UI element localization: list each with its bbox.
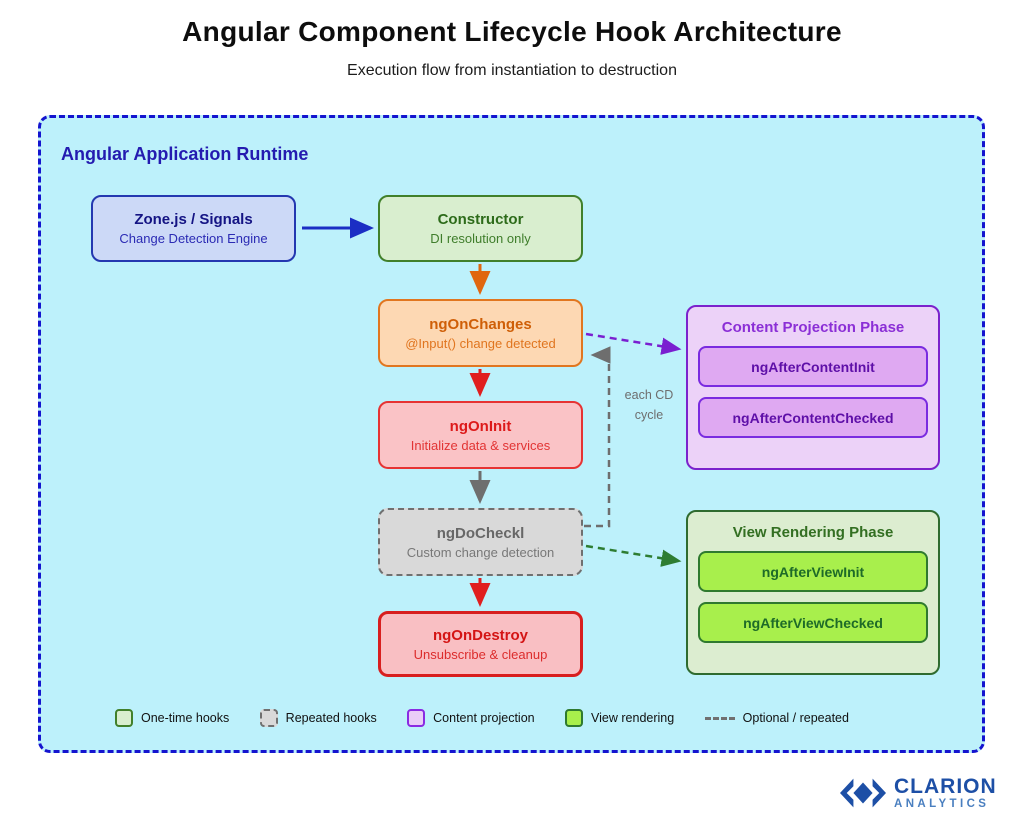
node-zone-subtitle: Change Detection Engine [119, 231, 268, 246]
hook-ngaftercontentinit: ngAfterContentInit [698, 346, 928, 387]
logo-text: CLARION ANALYTICS [894, 776, 997, 811]
legend-item-view-rendering: View rendering [565, 709, 674, 727]
legend-item-one-time-hooks: One-time hooks [115, 709, 229, 727]
legend-label: View rendering [591, 711, 675, 725]
node-ngonchanges: ngOnChanges @Input() change detected [378, 299, 583, 367]
legend-item-content-projection: Content projection [407, 709, 535, 727]
node-ngdocheck-title: ngDoCheckl [436, 524, 525, 542]
legend-label: Repeated hooks [285, 711, 377, 725]
node-zone-title: Zone.js / Signals [134, 211, 253, 228]
dashed-line-icon [704, 716, 735, 720]
node-ngondestroy-title: ngOnDestroy [432, 626, 528, 644]
node-constructor-title: Constructor [437, 211, 524, 228]
hook-ngafterviewchecked: ngAfterViewChecked [698, 602, 928, 643]
node-ngonchanges-subtitle: @Input() change detected [405, 335, 556, 351]
logo-subname: ANALYTICS [894, 797, 990, 810]
page-title: Angular Component Lifecycle Hook Archite… [182, 16, 842, 47]
legend-label: Optional / repeated [742, 711, 849, 725]
arrow-ngdocheck-to-view-phase [585, 544, 682, 567]
node-ngoninit-title: ngOnInit [449, 417, 512, 435]
one-time-hooks-swatch-icon [115, 709, 133, 727]
node-ngoninit: ngOnInit Initialize data & services [378, 401, 583, 469]
node-ngondestroy: ngOnDestroy Unsubscribe & cleanup [378, 611, 583, 677]
node-ngondestroy-subtitle: Unsubscribe & cleanup [413, 646, 548, 662]
legend-label: One-time hooks [141, 711, 230, 725]
node-ngonchanges-title: ngOnChanges [429, 315, 532, 333]
cd-cycle-annotation: each CD cycle [613, 385, 685, 425]
node-ngdocheck: ngDoCheckl Custom change detection [378, 508, 583, 576]
runtime-title: Angular Application Runtime [61, 144, 309, 164]
phase-content-title: Content Projection Phase [721, 319, 905, 336]
logo-name: CLARION [894, 774, 997, 798]
view-rendering-swatch-icon [565, 709, 584, 727]
runtime-container: Angular Application Runtime Zone.js / Si… [38, 115, 985, 753]
page-subtitle: Execution flow from instantiation to des… [347, 62, 677, 79]
node-constructor-subtitle: DI resolution only [430, 231, 531, 246]
node-ngdocheck-subtitle: Custom change detection [406, 544, 555, 560]
phase-content-projection: Content Projection Phase ngAfterContentI… [686, 305, 940, 470]
node-zone-signals: Zone.js / Signals Change Detection Engin… [91, 195, 296, 262]
node-constructor: Constructor DI resolution only [378, 195, 583, 262]
hook-ngaftercontentchecked: ngAfterContentChecked [698, 397, 928, 438]
legend-label: Content projection [433, 711, 535, 725]
repeated-hooks-swatch-icon [259, 709, 278, 727]
phase-view-title: View Rendering Phase [732, 524, 894, 541]
clarion-analytics-logo: CLARION ANALYTICS [840, 771, 997, 815]
legend-item-optional-repeated: Optional / repeated [704, 711, 849, 725]
content-projection-swatch-icon [407, 709, 426, 727]
cd-cycle-line2: cycle [634, 408, 664, 422]
node-ngoninit-subtitle: Initialize data & services [410, 437, 551, 453]
arrow-cd-cycle-loop [584, 346, 611, 528]
legend: One-time hooks Repeated hooks Content pr… [115, 709, 849, 727]
phase-view-rendering: View Rendering Phase ngAfterViewInit ngA… [686, 510, 940, 675]
cd-cycle-line1: each CD [624, 388, 674, 402]
legend-item-repeated-hooks: Repeated hooks [259, 709, 377, 727]
clarion-logo-icon [840, 778, 886, 808]
hook-ngafterviewinit: ngAfterViewInit [698, 551, 928, 592]
arrow-ngonchanges-to-content-phase [585, 332, 682, 355]
